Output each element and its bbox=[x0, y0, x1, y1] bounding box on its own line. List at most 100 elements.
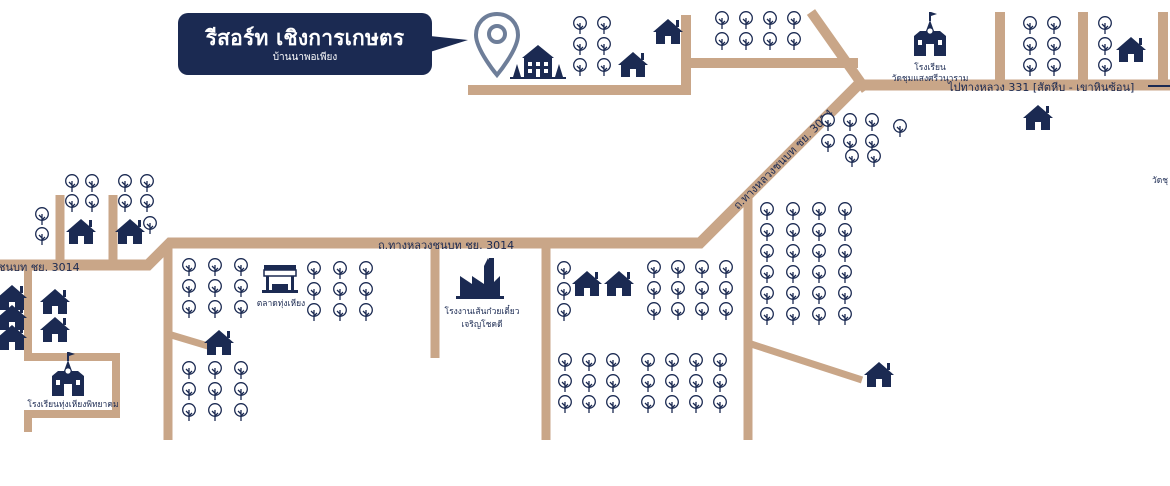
tree-icon bbox=[182, 361, 196, 380]
tree-icon bbox=[182, 382, 196, 401]
tree-icon bbox=[671, 281, 685, 300]
road-network bbox=[0, 9, 1170, 440]
banner-pointer bbox=[430, 36, 468, 52]
tree-icon bbox=[838, 265, 852, 284]
tree-icon bbox=[786, 202, 800, 221]
tree-icon bbox=[760, 286, 774, 305]
road-label-main: ถ.ทางหลวงชนบท ชย. 3014 bbox=[378, 239, 514, 252]
tree-icon bbox=[695, 302, 709, 321]
tree-icon bbox=[333, 282, 347, 301]
tree-icon bbox=[665, 374, 679, 393]
tree-icon bbox=[647, 260, 661, 279]
house-icon bbox=[115, 219, 145, 244]
tree-icon bbox=[641, 395, 655, 414]
tree-icon bbox=[695, 281, 709, 300]
tree-icon bbox=[715, 11, 729, 30]
tree-icon bbox=[843, 113, 857, 132]
tree-icon bbox=[208, 403, 222, 422]
tree-icon bbox=[333, 303, 347, 322]
road-school-loop bbox=[24, 265, 120, 432]
tree-icon bbox=[647, 302, 661, 321]
tree-icon bbox=[182, 403, 196, 422]
tree-icon bbox=[689, 374, 703, 393]
tree-icon bbox=[786, 223, 800, 242]
tree-icon bbox=[140, 194, 154, 213]
tree-icon bbox=[359, 303, 373, 322]
tree-icon bbox=[719, 260, 733, 279]
tree-icon bbox=[208, 279, 222, 298]
road-south-4-branch bbox=[746, 339, 864, 384]
tree-icon bbox=[1098, 37, 1112, 56]
school-top-label-1: โรงเรียน bbox=[914, 62, 946, 73]
tree-icon bbox=[695, 260, 709, 279]
school-top-label-2: วัดชุมแสงศรีวนาราม bbox=[892, 73, 969, 84]
tree-icon bbox=[307, 282, 321, 301]
tree-icon bbox=[573, 37, 587, 56]
tree-icon bbox=[307, 261, 321, 280]
tree-icon bbox=[582, 353, 596, 372]
tree-icon bbox=[1047, 58, 1061, 77]
tree-icon bbox=[557, 303, 571, 322]
tree-icon bbox=[558, 374, 572, 393]
tree-icon bbox=[1098, 16, 1112, 35]
tree-icon bbox=[689, 395, 703, 414]
tree-icon bbox=[118, 194, 132, 213]
tree-icon bbox=[234, 279, 248, 298]
road-market-side bbox=[166, 330, 210, 350]
tree-icon bbox=[838, 307, 852, 326]
road-label-diagonal: ถ.ทางหลวงชนบท ชย. 3014 bbox=[731, 107, 836, 212]
tree-icon bbox=[838, 202, 852, 221]
road-top-branch bbox=[806, 9, 871, 93]
tree-icon bbox=[606, 374, 620, 393]
tree-icon bbox=[665, 395, 679, 414]
tree-icon bbox=[85, 194, 99, 213]
market-label: ตลาดทุ่งเหียง bbox=[257, 298, 305, 309]
school-bottom-label: โรงเรียนทุ่งเหียงพิทยาคม bbox=[27, 399, 118, 410]
tree-icon bbox=[760, 202, 774, 221]
tree-icon bbox=[118, 174, 132, 193]
tree-icon bbox=[760, 265, 774, 284]
tree-icon bbox=[1047, 37, 1061, 56]
house-icon bbox=[204, 330, 234, 355]
tree-icon bbox=[573, 16, 587, 35]
house-icon bbox=[864, 362, 894, 387]
tree-icon bbox=[689, 353, 703, 372]
tree-icon bbox=[558, 353, 572, 372]
tree-icon bbox=[713, 374, 727, 393]
tree-icon bbox=[234, 403, 248, 422]
tree-icon bbox=[208, 258, 222, 277]
tree-icon bbox=[182, 258, 196, 277]
tree-icon bbox=[597, 37, 611, 56]
tree-icon bbox=[671, 260, 685, 279]
tree-icon bbox=[760, 244, 774, 263]
house-icon bbox=[572, 271, 602, 296]
tree-icon bbox=[713, 395, 727, 414]
tree-icon bbox=[234, 258, 248, 277]
tree-icon bbox=[641, 374, 655, 393]
tree-icon bbox=[359, 261, 373, 280]
tree-icon bbox=[582, 374, 596, 393]
temple-right-label: วัดชุ bbox=[1152, 176, 1168, 186]
tree-icon bbox=[893, 119, 907, 138]
tree-icon bbox=[182, 279, 196, 298]
house-icon bbox=[1023, 105, 1053, 130]
tree-icon bbox=[35, 207, 49, 226]
tree-icon bbox=[1047, 16, 1061, 35]
tree-icon bbox=[865, 113, 879, 132]
tree-icon bbox=[35, 227, 49, 246]
tree-icon bbox=[333, 261, 347, 280]
tree-icon bbox=[760, 223, 774, 242]
school-icon bbox=[914, 12, 946, 56]
tree-icon bbox=[713, 353, 727, 372]
tree-icon bbox=[845, 149, 859, 168]
tree-icon bbox=[208, 382, 222, 401]
tree-icon bbox=[208, 361, 222, 380]
tree-icon bbox=[867, 149, 881, 168]
house-icon bbox=[40, 317, 70, 342]
tree-icon bbox=[739, 32, 753, 51]
tree-icon bbox=[812, 265, 826, 284]
tree-icon bbox=[558, 395, 572, 414]
tree-icon bbox=[606, 395, 620, 414]
house-icon bbox=[66, 219, 96, 244]
